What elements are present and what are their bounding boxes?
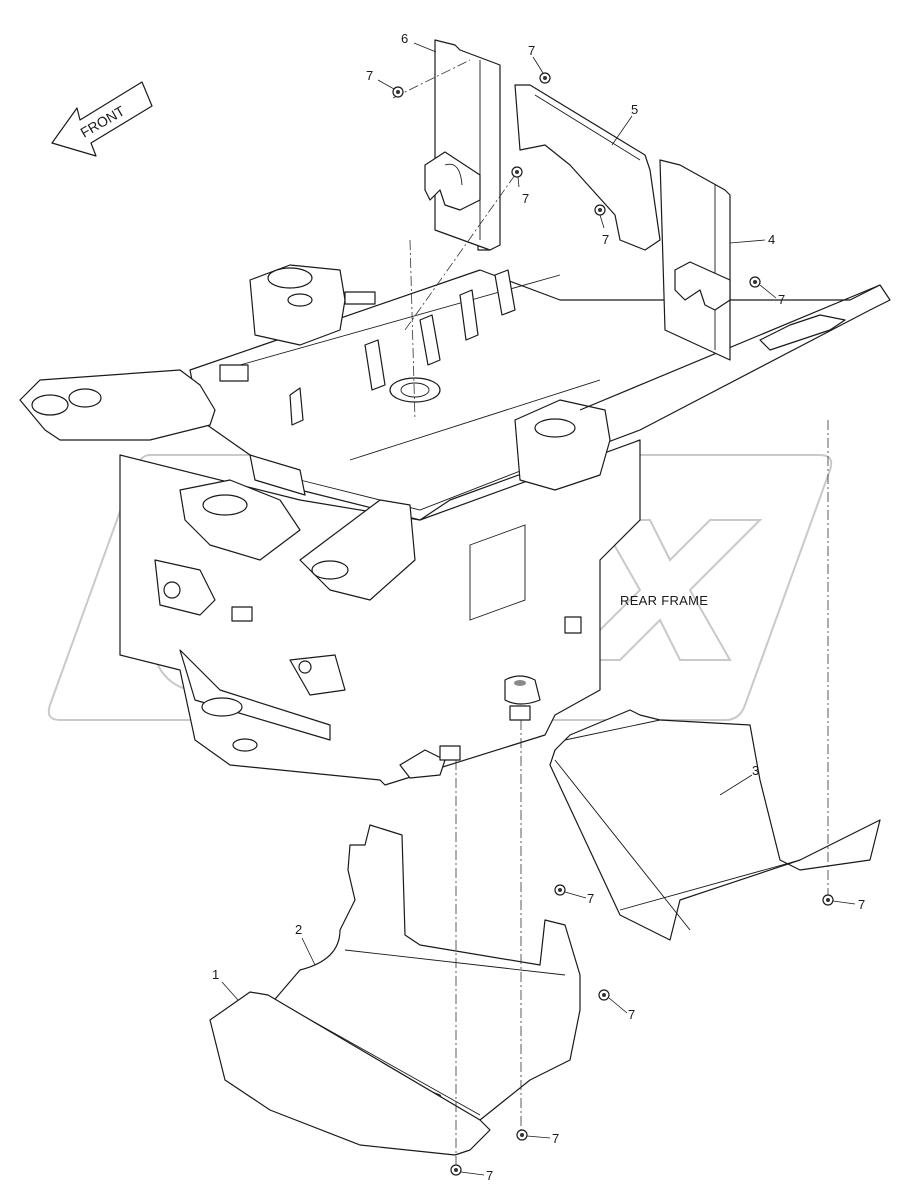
- bolt-icon: [554, 884, 566, 896]
- bolt-icon: [392, 86, 404, 98]
- bolt-icon: [598, 989, 610, 1001]
- callout-7: 7: [858, 897, 865, 912]
- callout-7: 7: [366, 68, 373, 83]
- callout-7: 7: [522, 191, 529, 206]
- bolt-icon: [594, 204, 606, 216]
- callout-2: 2: [295, 922, 302, 937]
- callout-3: 3: [752, 763, 759, 778]
- rear-frame-label: REAR FRAME: [620, 593, 708, 608]
- part-1-plate: [209, 991, 491, 1156]
- bolt-icon: [539, 72, 551, 84]
- part-3-cover: [549, 709, 881, 941]
- front-direction-arrow: FRONT: [51, 81, 153, 157]
- callout-1: 1: [212, 967, 219, 982]
- callout-7: 7: [587, 891, 594, 906]
- leader-lines: [221, 42, 856, 1176]
- callout-7: 7: [602, 232, 609, 247]
- watermark-text: OPEX: [450, 6, 467, 12]
- callout-6: 6: [401, 31, 408, 46]
- rear-frame: [19, 239, 891, 786]
- center-lines: [392, 59, 829, 1175]
- bolt-icon: [516, 1129, 528, 1141]
- bolt-icon: [749, 276, 761, 288]
- callout-7: 7: [486, 1168, 493, 1183]
- bolt-icon: [511, 166, 523, 178]
- part-5-panel: [514, 84, 661, 251]
- callout-7: 7: [552, 1131, 559, 1146]
- callout-7: 7: [778, 292, 785, 307]
- part-4-panel: [659, 159, 731, 361]
- callout-7: 7: [628, 1007, 635, 1022]
- bolt-heads: [392, 72, 834, 1176]
- bolt-icon: [822, 894, 834, 906]
- callout-7: 7: [528, 43, 535, 58]
- callout-5: 5: [631, 102, 638, 117]
- callout-4: 4: [768, 232, 775, 247]
- part-6-panel: [424, 39, 501, 251]
- callout-labels: 6 7 7 5 7 7 4 7 REAR FRAME 3 7 7 2 1 7 7…: [212, 31, 865, 1183]
- bolt-icon: [450, 1164, 462, 1176]
